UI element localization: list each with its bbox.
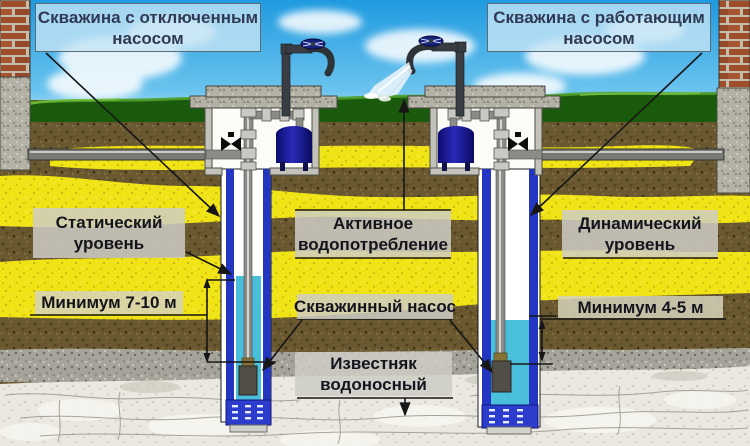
label-min-right: Минимум 4-5 м	[558, 296, 723, 318]
annotations	[30, 52, 726, 417]
label-min-left-text: Минимум 7-10 м	[41, 293, 177, 312]
label-borehole-pump: Скважинный насос	[294, 294, 456, 319]
right-slab	[407, 85, 561, 109]
leader-pump-right	[449, 319, 493, 374]
label-limestone: Известняк водоносный	[295, 352, 452, 396]
label-static-level-line1: Статический	[55, 213, 163, 232]
dimension-right	[510, 315, 556, 365]
left-tap-wheel-icon	[300, 38, 326, 50]
right-caisson-equipment	[438, 106, 543, 171]
supply-pipe-right	[539, 148, 725, 161]
left-wall	[0, 0, 31, 171]
supply-pipe-left	[27, 148, 211, 161]
label-well-pump-on: Скважина с работающим насосом	[487, 3, 711, 52]
label-active-consumption: Активное водопотребление	[295, 211, 451, 257]
label-well-pump-off-line2: насосом	[112, 28, 184, 48]
label-well-pump-off: Скважина с отключенным насосом	[35, 3, 261, 52]
left-spout	[306, 45, 335, 77]
left-caisson-equipment	[205, 106, 312, 171]
label-static-level-line2: уровень	[73, 234, 145, 253]
label-limestone-line2: водоносный	[320, 375, 427, 394]
label-dynamic-level-line2: уровень	[604, 234, 676, 254]
right-well	[477, 168, 541, 435]
label-min-right-text: Минимум 4-5 м	[577, 297, 704, 317]
label-dynamic-level: Динамический уровень	[562, 210, 718, 257]
left-valve-icon	[221, 132, 241, 151]
label-min-left: Минимум 7-10 м	[35, 291, 183, 314]
label-dynamic-level-line1: Динамический	[578, 213, 702, 233]
dimension-left	[203, 278, 276, 363]
left-well	[220, 168, 272, 433]
label-well-pump-on-line1: Скважина с работающим	[493, 7, 705, 27]
left-slab	[189, 85, 338, 109]
label-active-consumption-line1: Активное	[332, 214, 414, 233]
left-tap	[280, 38, 335, 117]
leader-well-on	[529, 52, 703, 216]
label-well-pump-off-line1: Скважина с отключенным	[37, 7, 259, 27]
label-limestone-line1: Известняк	[330, 354, 417, 373]
leader-static-level	[185, 251, 233, 275]
leader-well-off	[45, 52, 221, 217]
right-tap-wheel-icon	[418, 35, 444, 47]
label-active-consumption-line2: водопотребление	[297, 235, 448, 254]
right-wall	[716, 0, 750, 194]
right-tap	[364, 35, 467, 117]
label-borehole-pump-text: Скважинный насос	[294, 297, 456, 316]
label-well-pump-on-line2: насосом	[563, 28, 635, 48]
water-spray	[364, 62, 413, 102]
label-static-level: Статический уровень	[33, 208, 185, 258]
right-valve-icon	[508, 132, 528, 151]
